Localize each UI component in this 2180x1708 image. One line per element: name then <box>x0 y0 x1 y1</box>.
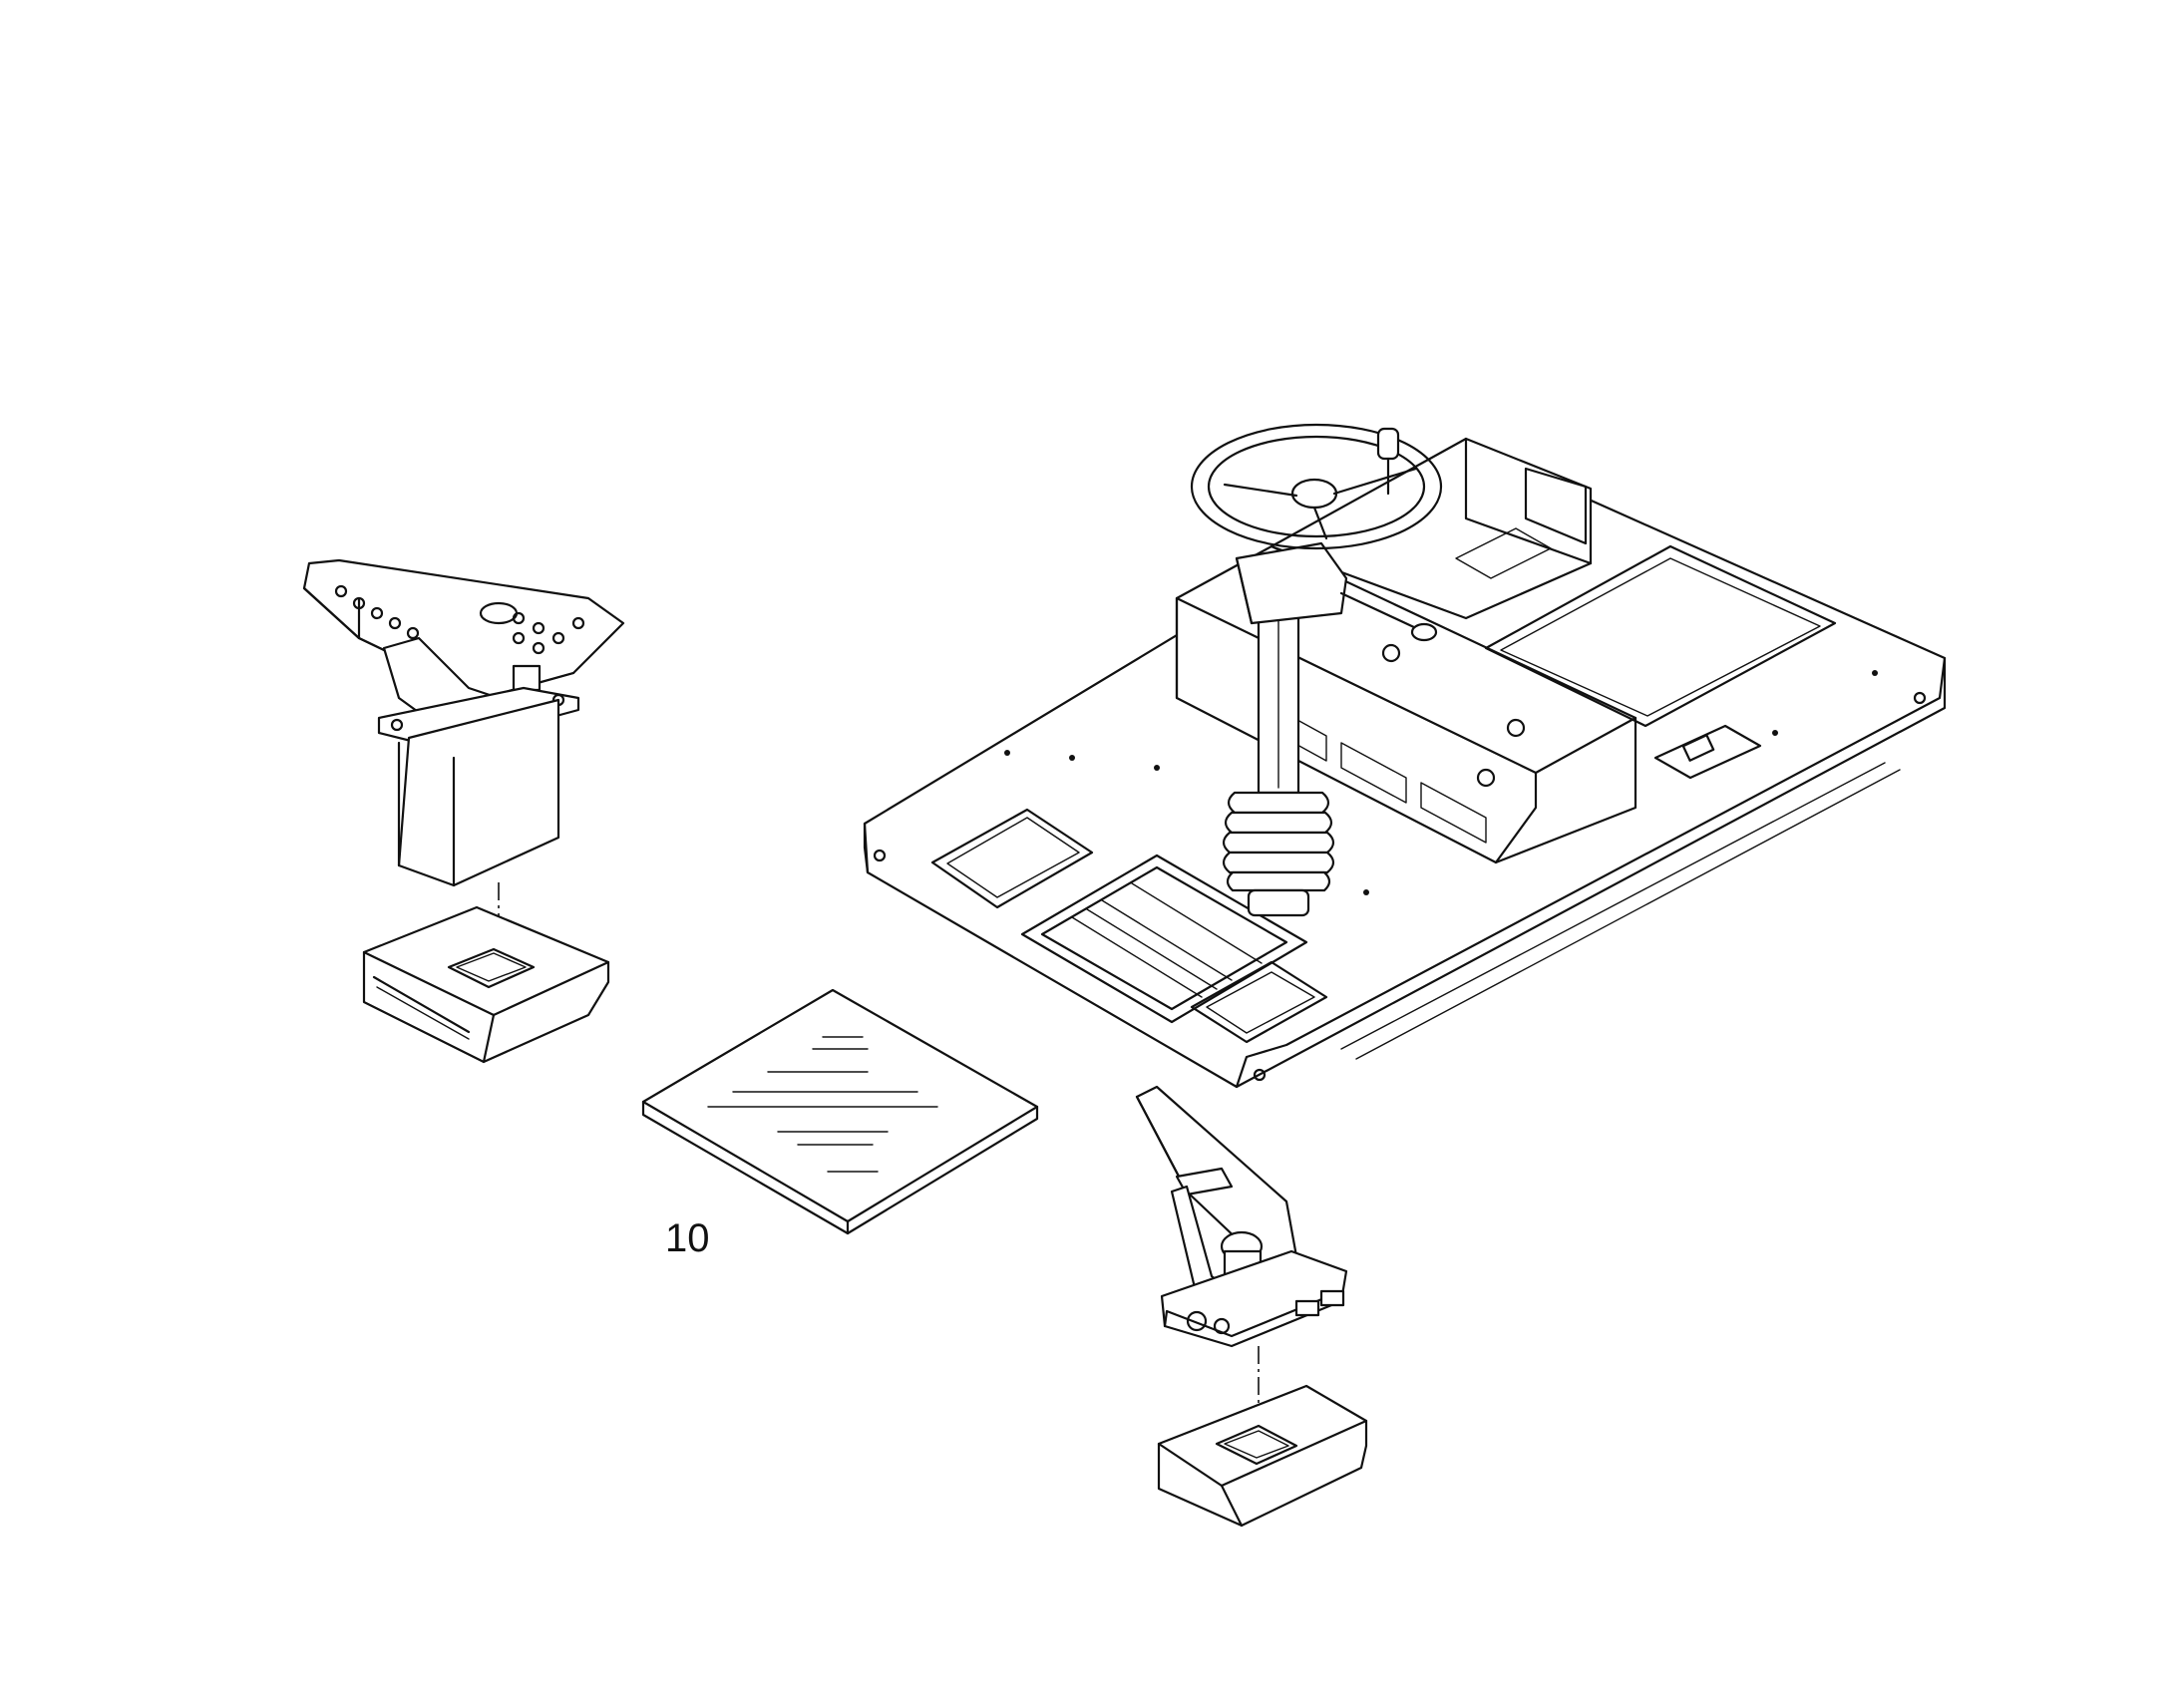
left-pedal-assembly <box>304 560 623 1062</box>
callout-10: 10 <box>665 1216 710 1260</box>
floor-plate-assembly <box>865 425 1945 1087</box>
floor-mat: 10 <box>643 990 1037 1260</box>
right-pedal-assembly <box>1137 1087 1366 1526</box>
